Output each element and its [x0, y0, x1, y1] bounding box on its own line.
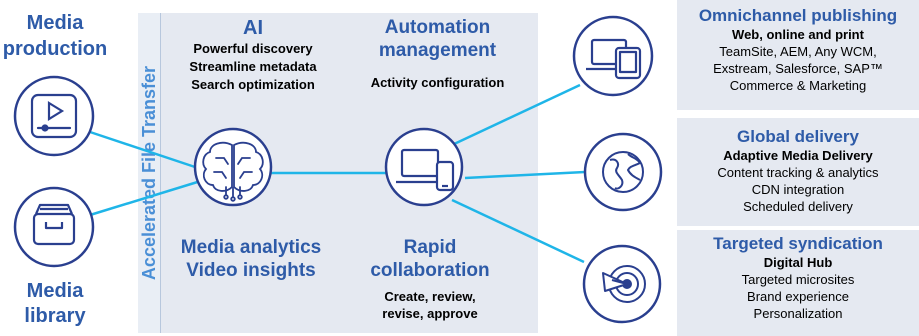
collab-title-1: Rapid [403, 237, 457, 258]
panel-global [677, 118, 919, 226]
collab-item-2: revise, approve [382, 306, 478, 321]
video-player-icon [30, 93, 78, 139]
ai-item-1: Powerful discovery [193, 41, 313, 56]
omnichannel-line-2: Exstream, Salesforce, SAP™ [713, 61, 883, 76]
global-title: Global delivery [737, 127, 859, 146]
syndication-block: Targeted syndication Digital Hub Targete… [677, 234, 919, 322]
automation-item: Activity configuration [370, 75, 505, 90]
media-library-label: Media library [24, 280, 86, 327]
collab-item-1: Create, review, [384, 289, 476, 304]
line-automation-synd [451, 198, 585, 264]
syndication-line-2: Brand experience [747, 289, 849, 304]
omnichannel-title: Omnichannel publishing [698, 6, 898, 25]
global-subtitle: Adaptive Media Delivery [723, 148, 873, 163]
omnichannel-subtitle: Web, online and print [732, 27, 864, 42]
ai-item-2: Streamline metadata [189, 59, 317, 74]
circle-globe [583, 132, 663, 212]
automation-title-2: management [378, 40, 497, 61]
global-line-1: Content tracking & analytics [717, 165, 879, 180]
archive-box-icon [32, 203, 76, 246]
analytics-line-1: Media analytics [180, 237, 322, 258]
collaboration-block: Rapid collaboration Create, review, revi… [350, 236, 510, 322]
ai-block: AI Powerful discovery Streamline metadat… [168, 16, 338, 94]
devices-icon [586, 38, 642, 80]
syndication-title: Targeted syndication [713, 234, 883, 253]
ai-title: AI [243, 17, 263, 39]
media-production-label: Media production [2, 12, 108, 60]
global-line-3: Scheduled delivery [743, 199, 853, 214]
brain-circuit-icon [202, 141, 264, 202]
collab-title-2: collaboration [370, 260, 490, 281]
line-production-ai [89, 130, 205, 172]
global-block: Global delivery Adaptive Media Delivery … [677, 126, 919, 215]
target-icon [602, 265, 646, 303]
line-automation-global [464, 170, 586, 180]
automation-title-1: Automation [384, 17, 491, 38]
syndication-subtitle: Digital Hub [763, 255, 833, 270]
global-line-2: CDN integration [751, 182, 845, 197]
transfer-strip [138, 13, 161, 333]
line-automation-omni [451, 83, 581, 147]
automation-block: Automation management Activity configura… [345, 16, 530, 92]
syndication-line-1: Targeted microsites [741, 272, 855, 287]
analytics-line-2: Video insights [186, 260, 316, 281]
ai-item-3: Search optimization [191, 77, 315, 92]
omnichannel-block: Omnichannel publishing Web, online and p… [677, 5, 919, 94]
globe-icon [602, 151, 644, 193]
laptop-phone-icon [396, 148, 455, 192]
panel-omnichannel [677, 0, 919, 110]
omnichannel-line-1: TeamSite, AEM, Any WCM, [719, 44, 877, 59]
omnichannel-line-3: Commerce & Marketing [729, 78, 867, 93]
line-library-ai [89, 178, 205, 217]
panel-syndication [677, 230, 919, 336]
analytics-block: Media analytics Video insights [165, 236, 337, 282]
syndication-line-3: Personalization [753, 306, 843, 321]
